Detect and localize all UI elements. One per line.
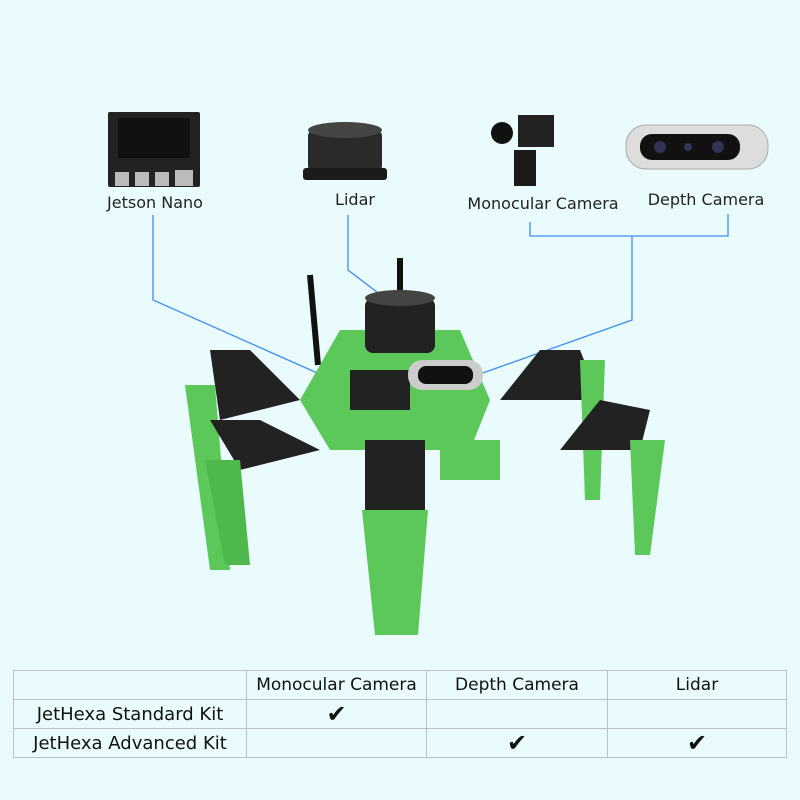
checkmark-icon: ✔ (246, 699, 427, 729)
depth-camera-icon (625, 124, 769, 170)
connector-lines (152, 214, 729, 401)
monocular-camera-icon (491, 115, 554, 186)
jethexa-robot (185, 258, 665, 635)
jetson-nano-icon (108, 112, 200, 187)
checkmark-icon: ✔ (426, 728, 608, 758)
row-label: JetHexa Advanced Kit (13, 728, 247, 758)
row-label: JetHexa Standard Kit (13, 699, 247, 729)
header-cell: Depth Camera (426, 670, 608, 700)
table-header-row: Monocular Camera Depth Camera Lidar (13, 670, 787, 700)
table-cell (426, 699, 608, 729)
label-lidar: Lidar (335, 190, 375, 209)
header-cell: Lidar (607, 670, 787, 700)
table-row: JetHexa Advanced Kit ✔ ✔ (13, 728, 787, 758)
lidar-icon (303, 122, 387, 180)
header-cell: Monocular Camera (246, 670, 427, 700)
checkmark-icon: ✔ (607, 728, 787, 758)
label-jetson-nano: Jetson Nano (107, 193, 203, 212)
label-monocular-camera: Monocular Camera (467, 194, 619, 213)
kit-comparison-table: Monocular Camera Depth Camera Lidar JetH… (13, 670, 787, 758)
table-row: JetHexa Standard Kit ✔ (13, 699, 787, 729)
table-cell (607, 699, 787, 729)
table-cell (246, 728, 427, 758)
label-depth-camera: Depth Camera (647, 190, 765, 209)
header-cell (13, 670, 247, 700)
